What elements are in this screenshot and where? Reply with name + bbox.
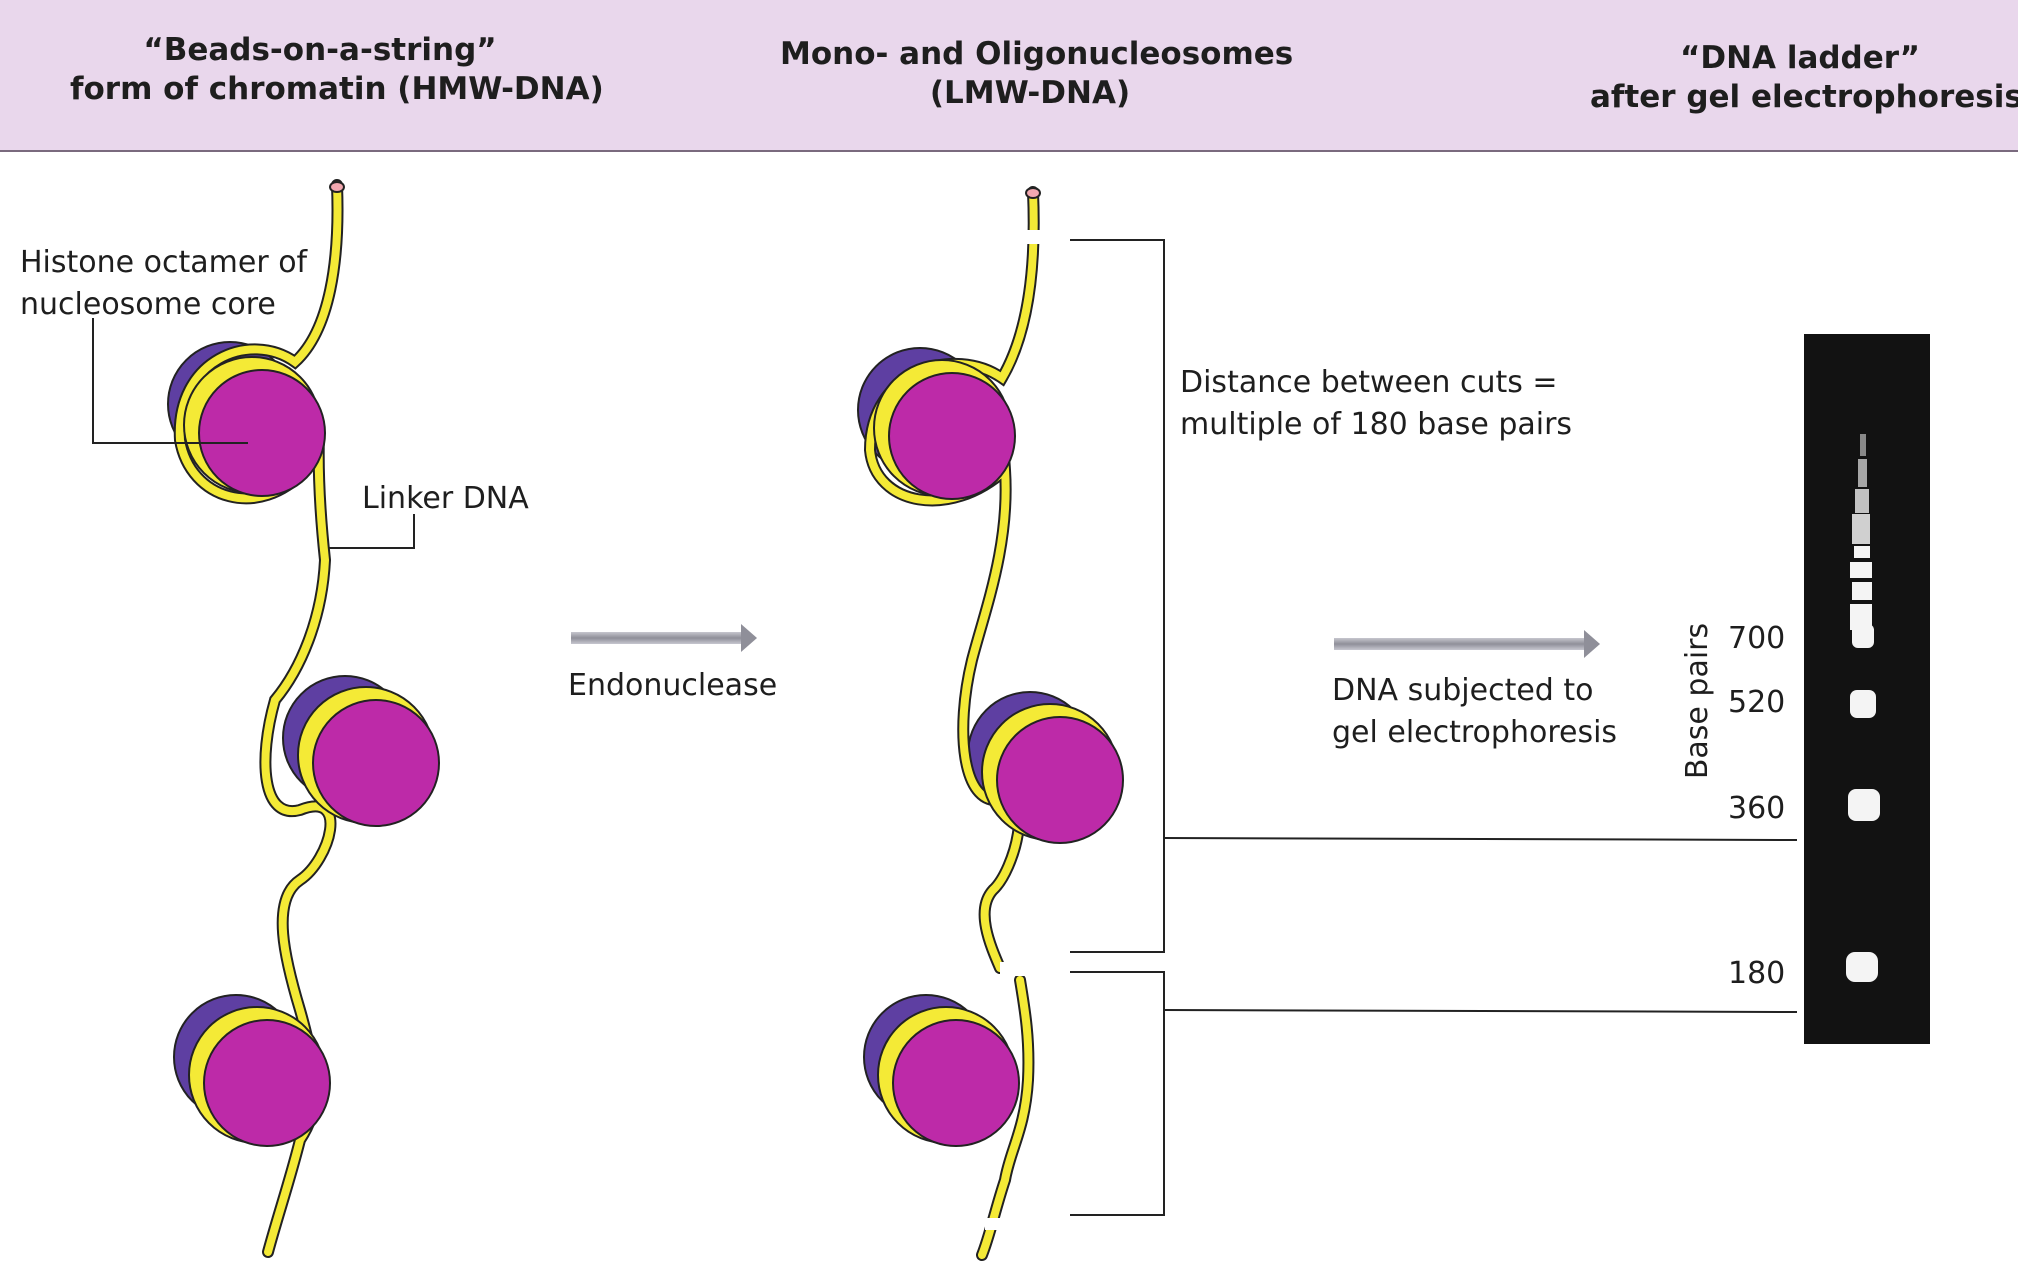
linker-dna-label: Linker DNA bbox=[362, 481, 529, 516]
cut-gap-bottom bbox=[985, 1218, 1009, 1230]
gel-step-label: DNA subjected to gel electrophoresis bbox=[1332, 670, 1617, 754]
gel-image bbox=[1804, 334, 1930, 1044]
endonuclease-label: Endonuclease bbox=[568, 668, 778, 703]
dna-fragment-upper-fill bbox=[865, 188, 1038, 972]
histone-callout-line bbox=[92, 318, 248, 444]
marker-700: 700 bbox=[1728, 621, 1786, 656]
cut-gap-top bbox=[1018, 230, 1052, 244]
histone-label-line-2: nucleosome core bbox=[20, 287, 276, 322]
connector-to-180-band bbox=[1163, 1009, 1798, 1013]
cut-gap-middle bbox=[1000, 962, 1034, 976]
histone-core-2 bbox=[312, 699, 440, 827]
header-ladder-line-1: “DNA ladder” bbox=[1679, 40, 1921, 76]
header-lmw-line-1: Mono- and Oligonucleosomes bbox=[780, 36, 1294, 72]
gel-lane bbox=[1846, 434, 1880, 982]
dna-cut-end bbox=[329, 181, 345, 193]
gel-step-line-1: DNA subjected to bbox=[1332, 673, 1594, 708]
histone-octamer-label: Histone octamer of nucleosome core bbox=[20, 242, 307, 326]
bracket-oligonucleosome bbox=[1070, 239, 1165, 953]
marker-360: 360 bbox=[1728, 791, 1786, 826]
fragment-histone-core-3 bbox=[892, 1019, 1020, 1147]
header-band: “Beads-on-a-string” form of chromatin (H… bbox=[0, 0, 2018, 152]
distance-label-line-1: Distance between cuts = bbox=[1180, 365, 1558, 400]
histone-label-line-1: Histone octamer of bbox=[20, 245, 308, 280]
marker-180: 180 bbox=[1728, 956, 1786, 991]
dna-fragment-lower-fill bbox=[978, 976, 1033, 1259]
header-dna-ladder: “DNA ladder” after gel electrophoresis bbox=[1590, 39, 2018, 117]
dna-fragment-upper bbox=[863, 186, 1040, 974]
header-ladder-line-2: after gel electrophoresis bbox=[1590, 79, 2018, 115]
header-lmw-dna: Mono- and Oligonucleosomes (LMW-DNA) bbox=[780, 35, 1294, 113]
linker-callout-line bbox=[328, 514, 415, 549]
gel-band-520 bbox=[1850, 690, 1876, 718]
connector-to-360-band bbox=[1163, 837, 1798, 841]
gel-step-arrow bbox=[1334, 630, 1600, 658]
header-lmw-line-2: (LMW-DNA) bbox=[929, 75, 1131, 111]
distance-between-cuts-label: Distance between cuts = multiple of 180 … bbox=[1180, 362, 1572, 446]
bracket-mononucleosome bbox=[1070, 971, 1165, 1216]
marker-520: 520 bbox=[1728, 685, 1786, 720]
histone-core-1 bbox=[198, 369, 326, 497]
gel-band-700 bbox=[1852, 624, 1874, 648]
gel-band-180 bbox=[1846, 952, 1878, 982]
gel-band-360 bbox=[1848, 789, 1880, 821]
gel-step-line-2: gel electrophoresis bbox=[1332, 715, 1618, 750]
endonuclease-arrow bbox=[571, 624, 757, 652]
fragment-end-top bbox=[1025, 187, 1041, 199]
dna-strand-left-fill bbox=[175, 181, 342, 1256]
distance-label-line-2: multiple of 180 base pairs bbox=[1180, 407, 1573, 442]
header-hmw-line-1: “Beads-on-a-string” bbox=[143, 32, 497, 68]
header-hmw-line-2: form of chromatin (HMW-DNA) bbox=[70, 71, 604, 107]
gel-smear bbox=[1850, 434, 1872, 630]
base-pairs-axis-label: Base pairs bbox=[1680, 622, 1716, 780]
histone-core-3 bbox=[203, 1019, 331, 1147]
header-hmw-dna: “Beads-on-a-string” form of chromatin (H… bbox=[70, 31, 604, 109]
fragment-histone-core-2 bbox=[996, 716, 1124, 844]
fragment-histone-core-1 bbox=[888, 372, 1016, 500]
